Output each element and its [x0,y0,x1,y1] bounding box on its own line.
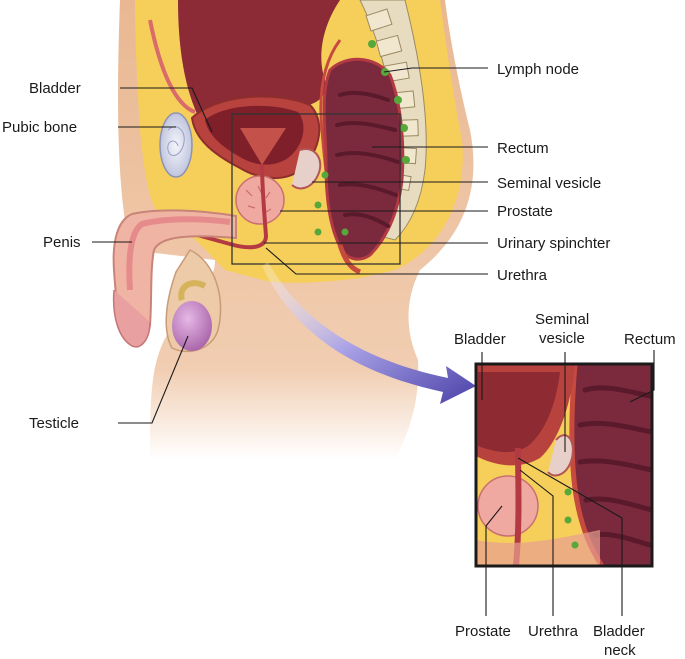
label-lymph-node: Lymph node [497,61,579,78]
inset-label-bladder: Bladder [454,331,506,348]
label-prostate: Prostate [497,203,553,220]
inset-label-bladder-neck-line2: neck [604,642,636,659]
inset-label-bladder-neck-line1: Bladder [593,623,645,640]
label-urinary-sphincter: Urinary spinchter [497,235,610,252]
label-bladder: Bladder [29,80,81,97]
testicle [172,301,212,351]
label-pubic-bone: Pubic bone [2,119,77,136]
pelvis-cross-section [114,0,474,460]
pubic-bone [160,113,192,177]
label-seminal-vesicle: Seminal vesicle [497,175,601,192]
inset-label-urethra: Urethra [528,623,579,640]
inset-panel [476,364,652,566]
inset-label-seminal-line1: Seminal [535,311,589,328]
inset-prostate [478,476,538,536]
inset-label-prostate: Prostate [455,623,511,640]
inset-label-rectum: Rectum [624,331,676,348]
label-penis: Penis [43,234,81,251]
label-urethra: Urethra [497,267,548,284]
inset-label-seminal-line2: vesicle [539,330,585,347]
label-testicle: Testicle [29,415,79,432]
label-rectum: Rectum [497,140,549,157]
prostate [236,176,284,224]
